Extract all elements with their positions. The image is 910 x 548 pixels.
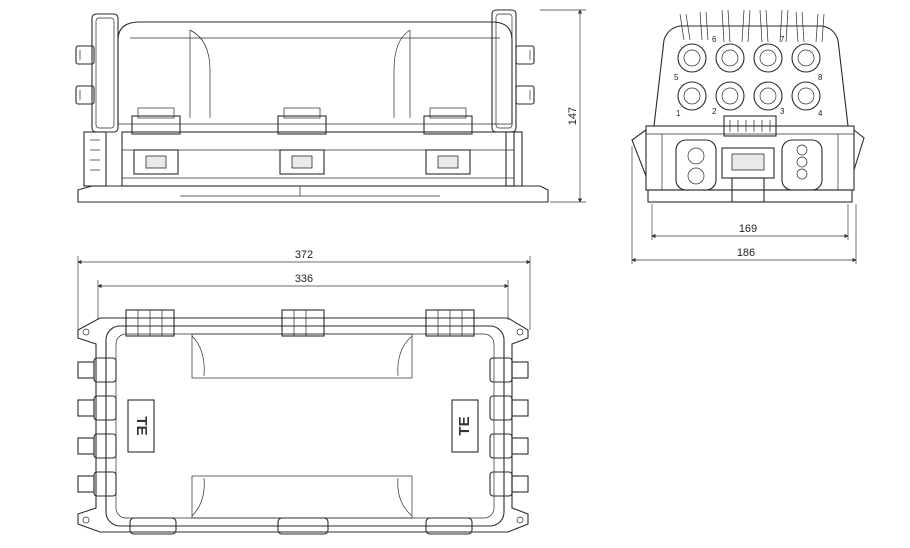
top-mount-plate xyxy=(77,317,529,533)
end-view: 1 2 3 4 5 6 7 8 xyxy=(631,9,865,203)
dimension-outer-width: 186 xyxy=(631,146,857,264)
side-clamp-3 xyxy=(423,107,473,175)
port-label-5: 5 xyxy=(674,73,679,82)
te-logo-left: TE xyxy=(133,416,150,435)
side-right-bracket xyxy=(505,131,523,187)
top-body xyxy=(105,325,505,527)
top-view: TE TE xyxy=(77,309,529,535)
left-glands xyxy=(77,357,117,497)
end-top-clamp xyxy=(723,115,777,137)
port-label-7: 7 xyxy=(780,35,785,44)
port-label-4: 4 xyxy=(818,109,823,118)
side-base-plate xyxy=(77,185,549,203)
dimension-inner-length: 336 xyxy=(97,273,509,320)
dimension-inner-width-label: 169 xyxy=(739,223,757,235)
side-left-bracket xyxy=(83,131,107,187)
dimension-overall-length: 372 xyxy=(77,249,531,330)
bottom-clamps xyxy=(129,517,473,535)
side-clamp-2 xyxy=(277,107,327,175)
side-clamp-1 xyxy=(131,107,181,175)
port-label-1: 1 xyxy=(676,109,681,118)
dimension-inner-length-label: 336 xyxy=(295,273,313,285)
logo-box-right xyxy=(451,399,479,453)
end-cable-tails xyxy=(679,9,825,43)
dimension-overall-length-label: 372 xyxy=(295,249,313,261)
side-right-cap xyxy=(491,9,517,133)
port-label-3: 3 xyxy=(780,107,785,116)
dimension-outer-width-label: 186 xyxy=(737,247,755,259)
end-dome xyxy=(653,25,849,127)
end-port-grid xyxy=(677,43,821,111)
port-label-8: 8 xyxy=(818,73,823,82)
port-label-2: 2 xyxy=(712,107,717,116)
side-lower-body xyxy=(121,131,515,187)
dimension-height-label: 147 xyxy=(567,107,579,125)
dimension-height: 147 xyxy=(540,9,586,203)
logo-box-left xyxy=(127,399,155,453)
port-label-6: 6 xyxy=(712,35,717,44)
right-glands xyxy=(489,357,529,497)
dimension-inner-width: 169 xyxy=(651,204,849,240)
side-view xyxy=(75,9,549,203)
end-base xyxy=(647,189,853,203)
end-left-plug xyxy=(675,139,717,191)
top-clamps xyxy=(125,309,475,337)
te-logo-right: TE xyxy=(456,416,473,435)
end-right-plug xyxy=(781,139,823,191)
port-number-labels: 1 2 3 4 5 6 7 8 xyxy=(674,35,823,118)
side-dome xyxy=(117,21,513,124)
